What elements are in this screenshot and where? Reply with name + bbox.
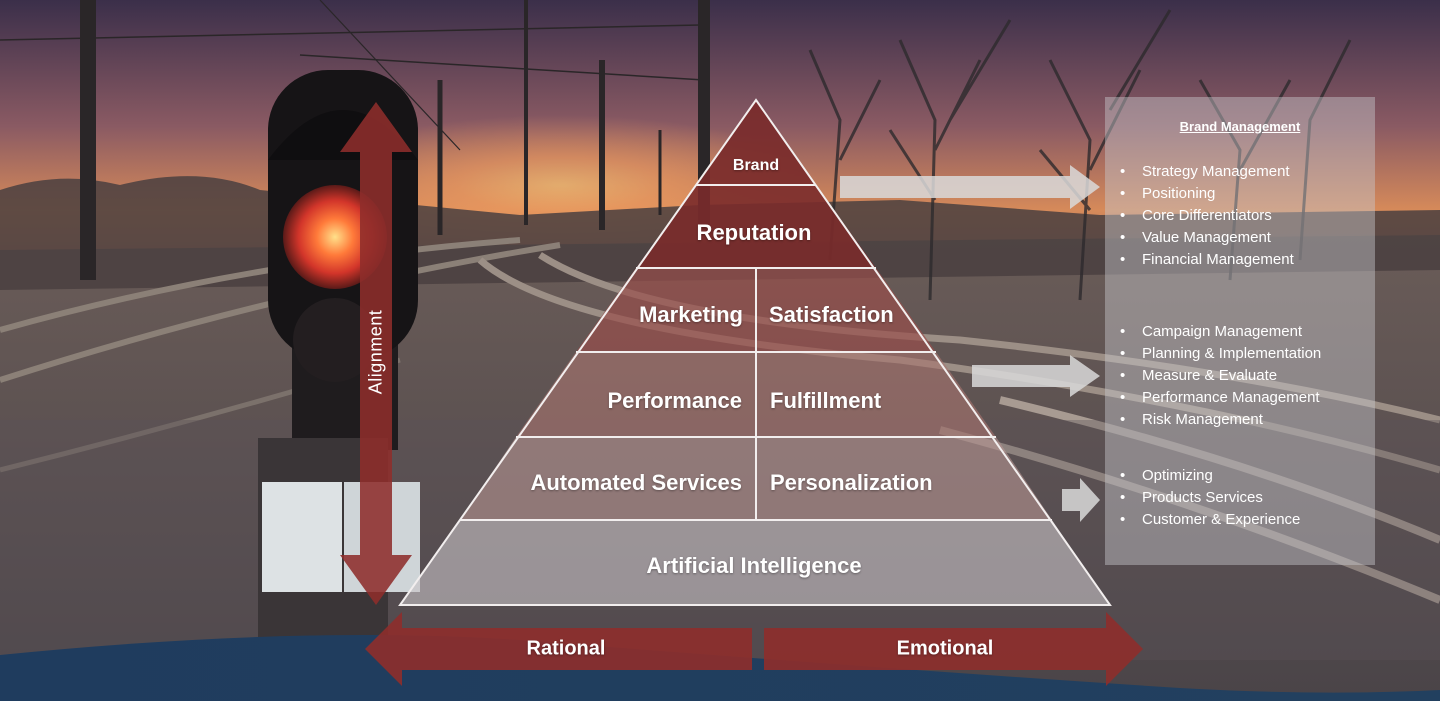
- emotional-label: Emotional: [896, 637, 994, 660]
- pyramid-label-marketing: Marketing: [639, 302, 743, 327]
- pyramid-label-reputation: Reputation: [696, 220, 812, 245]
- pyramid-label-automated-services: Automated Services: [530, 470, 742, 495]
- list-item: Positioning: [1111, 183, 1294, 205]
- panel-list-campaign: Campaign Management Planning & Implement…: [1111, 321, 1321, 431]
- panel-list-optimizing: Optimizing Products Services Customer & …: [1111, 465, 1300, 531]
- tier-artificial-intelligence: [400, 520, 1110, 605]
- pyramid-label-artificial-intelligence: Artificial Intelligence: [646, 553, 862, 578]
- pyramid-label-performance: Performance: [607, 388, 742, 413]
- list-item: Value Management: [1111, 227, 1294, 249]
- list-item: Measure & Evaluate: [1111, 365, 1321, 387]
- list-item: Campaign Management: [1111, 321, 1321, 343]
- alignment-arrow: [340, 102, 412, 605]
- alignment-label: Alignment: [365, 309, 386, 395]
- pointer-arrow-marketing: [972, 355, 1100, 397]
- pyramid-label-brand: Brand: [732, 157, 780, 174]
- pointer-arrow-brand: [840, 165, 1100, 209]
- list-item: Performance Management: [1111, 387, 1321, 409]
- list-item: Financial Management: [1111, 249, 1294, 271]
- pointer-arrow-automated: [1062, 478, 1100, 522]
- pyramid: [398, 98, 1112, 606]
- list-item: Strategy Management: [1111, 161, 1294, 183]
- list-item: Planning & Implementation: [1111, 343, 1321, 365]
- list-item: Customer & Experience: [1111, 509, 1300, 531]
- tier-reputation: [636, 185, 876, 268]
- list-item: Risk Management: [1111, 409, 1321, 431]
- list-item: Optimizing: [1111, 465, 1300, 487]
- rail-poles: [0, 0, 710, 280]
- list-item: Core Differentiators: [1111, 205, 1294, 227]
- rational-label: Rational: [526, 637, 606, 660]
- list-item: Products Services: [1111, 487, 1300, 509]
- pyramid-label-fulfillment: Fulfillment: [770, 388, 882, 413]
- pyramid-label-personalization: Personalization: [770, 470, 933, 495]
- emotional-arrow: [764, 612, 1143, 686]
- panel-title: Brand Management: [1179, 119, 1301, 134]
- brand-management-panel: Brand Management Strategy Management Pos…: [1105, 97, 1375, 565]
- panel-list-strategy: Strategy Management Positioning Core Dif…: [1111, 161, 1294, 271]
- rational-arrow: [365, 612, 752, 686]
- tier-brand: [696, 100, 816, 185]
- pyramid-label-satisfaction: Satisfaction: [769, 302, 894, 327]
